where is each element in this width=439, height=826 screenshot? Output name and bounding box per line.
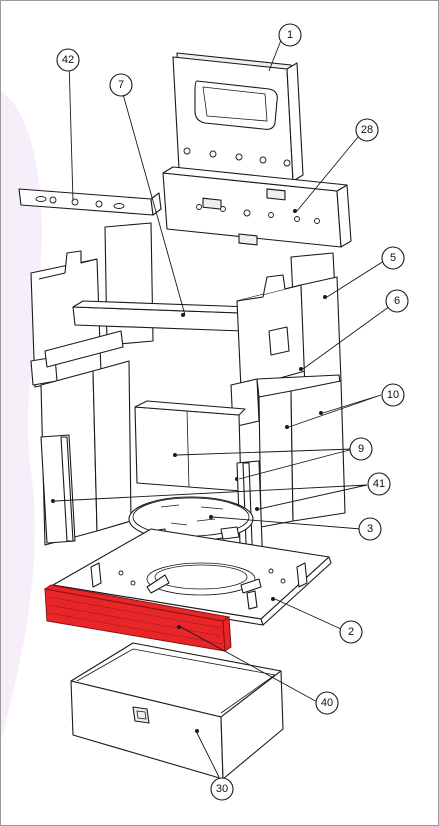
callout-label: 42 xyxy=(62,54,74,66)
callout-3: 3 xyxy=(358,517,382,541)
watermark xyxy=(1,91,42,741)
callout-label: 5 xyxy=(390,252,396,264)
part-7-cross-bar xyxy=(72,300,254,332)
callout-label: 28 xyxy=(361,124,373,136)
callout-label: 10 xyxy=(387,389,399,401)
callout-label: 2 xyxy=(348,626,354,638)
part-40-front-strip-highlighted xyxy=(43,584,232,652)
part-10-right-panels xyxy=(258,380,346,528)
callout-42: 42 xyxy=(56,48,80,72)
callout-6: 6 xyxy=(385,289,409,313)
callout-label: 6 xyxy=(394,295,400,307)
callout-10: 10 xyxy=(381,383,405,407)
callout-40: 40 xyxy=(315,691,339,715)
callout-label: 7 xyxy=(118,79,124,91)
callout-label: 40 xyxy=(321,697,333,709)
part-9-center-panel xyxy=(134,400,246,492)
callout-label: 30 xyxy=(216,783,228,795)
callout-label: 1 xyxy=(287,29,293,41)
callout-1: 1 xyxy=(278,23,302,47)
callout-28: 28 xyxy=(355,118,379,142)
callout-7: 7 xyxy=(109,73,133,97)
callout-9: 9 xyxy=(349,437,373,461)
part-42-bracket xyxy=(18,188,162,216)
callout-41: 41 xyxy=(367,472,391,496)
part-1-back-plate xyxy=(172,52,304,182)
part-28-top-board xyxy=(162,166,352,248)
part-30-drawer xyxy=(70,642,284,780)
callout-label: 3 xyxy=(367,523,373,535)
part-5-6-right-side xyxy=(230,252,342,428)
callout-label: 9 xyxy=(358,443,364,455)
callout-2: 2 xyxy=(339,620,363,644)
callout-label: 41 xyxy=(373,478,385,490)
callout-30: 30 xyxy=(210,777,234,801)
callout-5: 5 xyxy=(381,246,405,270)
leader-lines xyxy=(54,34,398,778)
